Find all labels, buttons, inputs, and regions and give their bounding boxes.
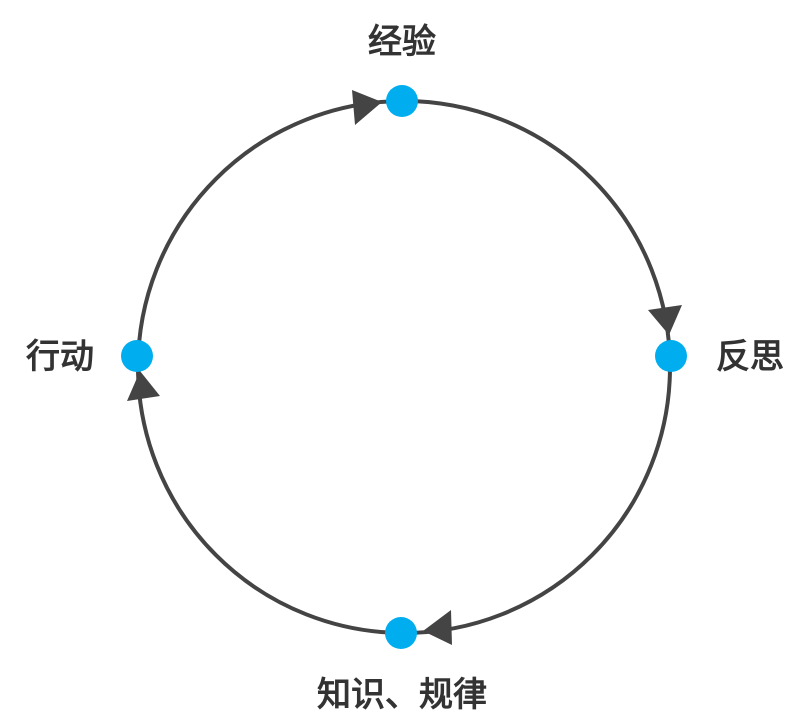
- arrow-bottom-to-left: [127, 371, 160, 401]
- label-experience: 经验: [368, 22, 436, 62]
- arrow-top-to-right: [648, 305, 682, 335]
- arrow-right-to-bottom: [423, 610, 452, 645]
- node-left: [121, 340, 153, 372]
- node-bottom: [385, 617, 417, 649]
- node-right: [655, 340, 687, 372]
- node-top: [386, 85, 418, 117]
- label-reflection: 反思: [716, 337, 784, 377]
- cycle-ring: [136, 99, 672, 635]
- label-action: 行动: [26, 337, 94, 377]
- label-knowledge-rules: 知识、规律: [317, 675, 487, 715]
- arrow-left-to-top: [352, 90, 382, 125]
